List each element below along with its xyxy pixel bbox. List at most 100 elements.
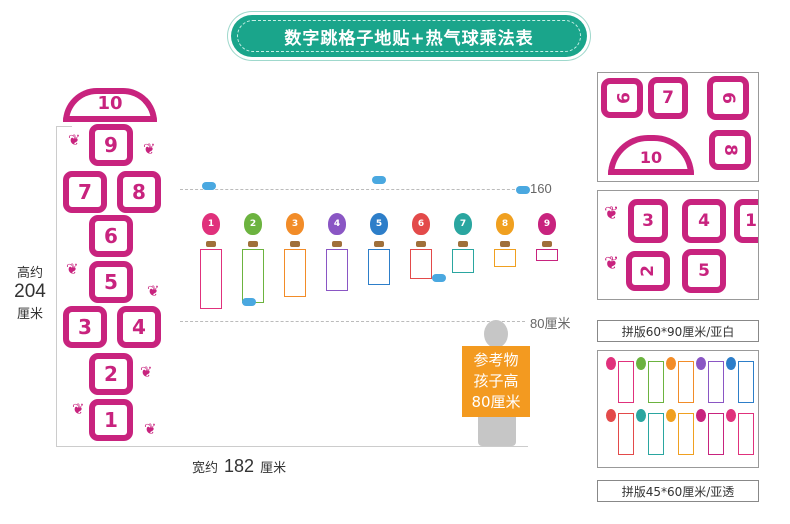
height-measure: 高约 204 厘米 [8,262,52,322]
balloon-icon: 5 [370,213,388,235]
paw-icon: ❦ [604,203,620,224]
balloon-icon: 3 [286,213,304,235]
multiplication-card [326,249,348,291]
mark-160: 160 [530,181,552,196]
balloon-icon: 4 [328,213,346,235]
width-value: 182 [224,456,255,476]
mark-80: 80厘米 [530,316,571,331]
child-silhouette-head [484,320,508,348]
mini-balloon-icon [636,409,646,422]
balloon-icon: 2 [244,213,262,235]
balloon-basket [500,241,510,247]
hop-cell-5: 5 [89,261,133,303]
hop-cell-6: 6 [89,215,133,257]
mini-balloon-icon [606,409,616,422]
panel-3 [597,350,759,468]
mini-multiplication-card [648,413,664,455]
cloud-icon [242,298,256,306]
top-frame-line [56,126,72,127]
height-label-1: 高约 [16,265,43,280]
paw-icon: ❦ [144,420,157,438]
hop-cell-2: 2 [89,353,133,395]
panel2-cell: 5 [682,249,726,293]
mini-multiplication-card [708,361,724,403]
panel-3-caption: 拼版45*60厘米/亚透 [597,480,759,502]
balloon-column: 6 [408,213,434,279]
paw-icon: ❦ [72,400,85,418]
balloon-basket [374,241,384,247]
panel1-cell: 6 [707,76,749,120]
paw-icon: ❦ [143,140,156,158]
hop-cell-10: 10 [63,88,157,122]
bottom-frame-line [56,446,528,447]
hop-cell-3: 3 [63,306,107,348]
multiplication-card [200,249,222,309]
reference-line-1: 参考物 [473,351,519,369]
panel1-cell: 7 [648,77,688,119]
multiplication-card [410,249,432,279]
multiplication-card [536,249,558,261]
hop-cell-7: 7 [63,171,107,213]
height-value: 204 [14,281,46,302]
hop-cell-8: 8 [117,171,161,213]
panel2-cell: 1 [734,199,758,243]
reference-line-2: 孩子高 [473,372,519,390]
mini-balloon-sheet [606,357,754,463]
mini-balloon-icon [666,409,676,422]
line-80 [180,321,525,322]
mini-balloon-icon [726,357,736,370]
paw-icon: ❦ [604,253,620,274]
mini-multiplication-card [618,413,634,455]
banner-text: 数字跳格子地贴+热气球乘法表 [284,28,534,49]
panel1-cell: 9 [601,78,643,118]
cloud-icon [372,176,386,184]
reference-label: 参考物 孩子高 80厘米 [462,346,530,417]
mini-multiplication-card [678,361,694,403]
mini-multiplication-card [648,361,664,403]
cloud-icon [516,186,530,194]
balloon-basket [332,241,342,247]
mini-multiplication-card [708,413,724,455]
panel-2: 3 4 1 2 5 ❦ ❦ [597,190,759,300]
balloon-column: 9 [534,213,560,261]
cloud-icon [202,182,216,190]
balloon-basket [290,241,300,247]
balloon-icon: 7 [454,213,472,235]
paw-icon: ❦ [147,282,160,300]
mini-multiplication-card [678,413,694,455]
paw-icon: ❦ [140,363,153,381]
paw-icon: ❦ [68,131,81,149]
mini-balloon-icon [666,357,676,370]
mini-multiplication-card [738,413,754,455]
balloon-column: 1 [198,213,224,309]
balloon-column: 8 [492,213,518,267]
hop-cell-4: 4 [117,306,161,348]
mini-balloon-icon [606,357,616,370]
mini-multiplication-card [618,361,634,403]
mini-multiplication-card [738,361,754,403]
mini-balloon-icon [696,409,706,422]
balloon-column: 2 [240,213,266,303]
multiplication-card [368,249,390,285]
panel1-half: 10 [608,135,694,175]
balloon-basket [542,241,552,247]
banner-title: 数字跳格子地贴+热气球乘法表 [231,15,587,57]
reference-line-3: 80厘米 [471,393,521,411]
multiplication-card [452,249,474,273]
multiplication-card [242,249,264,303]
mini-balloon-icon [696,357,706,370]
multiplication-card [284,249,306,297]
balloon-column: 7 [450,213,476,273]
balloon-basket [248,241,258,247]
panel-1-caption: 拼版60*90厘米/亚白 [597,320,759,342]
mini-balloon-icon [636,357,646,370]
width-unit: 厘米 [260,460,287,475]
cloud-icon [432,274,446,282]
balloon-column: 4 [324,213,350,291]
width-measure: 宽约 182 厘米 [192,456,286,477]
hop-cell-1: 1 [89,399,133,441]
paw-icon: ❦ [66,260,79,278]
balloon-basket [206,241,216,247]
